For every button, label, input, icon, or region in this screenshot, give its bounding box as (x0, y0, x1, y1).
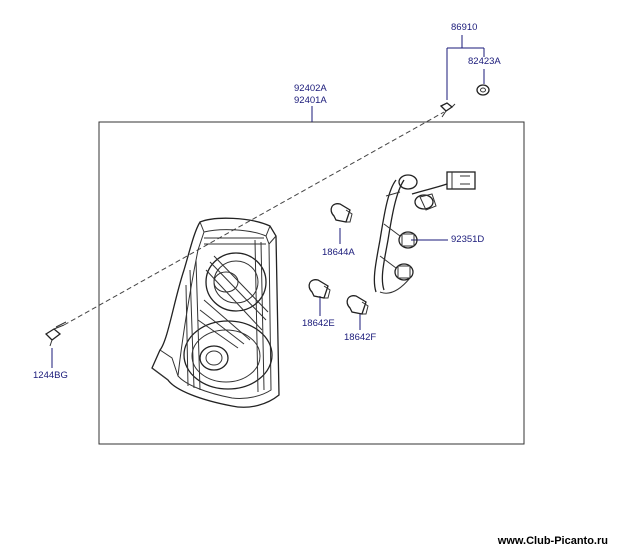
label-92401a: 92401A (294, 95, 327, 106)
leader-lines (51, 35, 485, 368)
label-82423a: 82423A (468, 56, 501, 67)
assembly-frame (98, 121, 525, 445)
label-86910: 86910 (451, 22, 477, 33)
assembly-axis-dashed (63, 111, 445, 326)
label-18644a: 18644A (322, 247, 355, 258)
label-1244bg: 1244BG (33, 370, 68, 381)
label-18642e: 18642E (302, 318, 335, 329)
bulb-18644a-icon (330, 203, 353, 223)
label-18642f: 18642F (344, 332, 376, 343)
bolt-1244bg-icon (44, 321, 67, 347)
bulb-18642e-icon (308, 279, 331, 299)
tail-lamp-housing (151, 217, 280, 408)
washer-82423a-icon (476, 84, 490, 96)
screw-86910-icon (439, 102, 456, 118)
watermark-text: www.Club-Picanto.ru (497, 535, 608, 547)
bulb-18642f-icon (346, 295, 369, 315)
wiring-harness-92351d (373, 171, 476, 294)
label-92402a: 92402A (294, 83, 327, 94)
label-92351d: 92351D (451, 234, 484, 245)
